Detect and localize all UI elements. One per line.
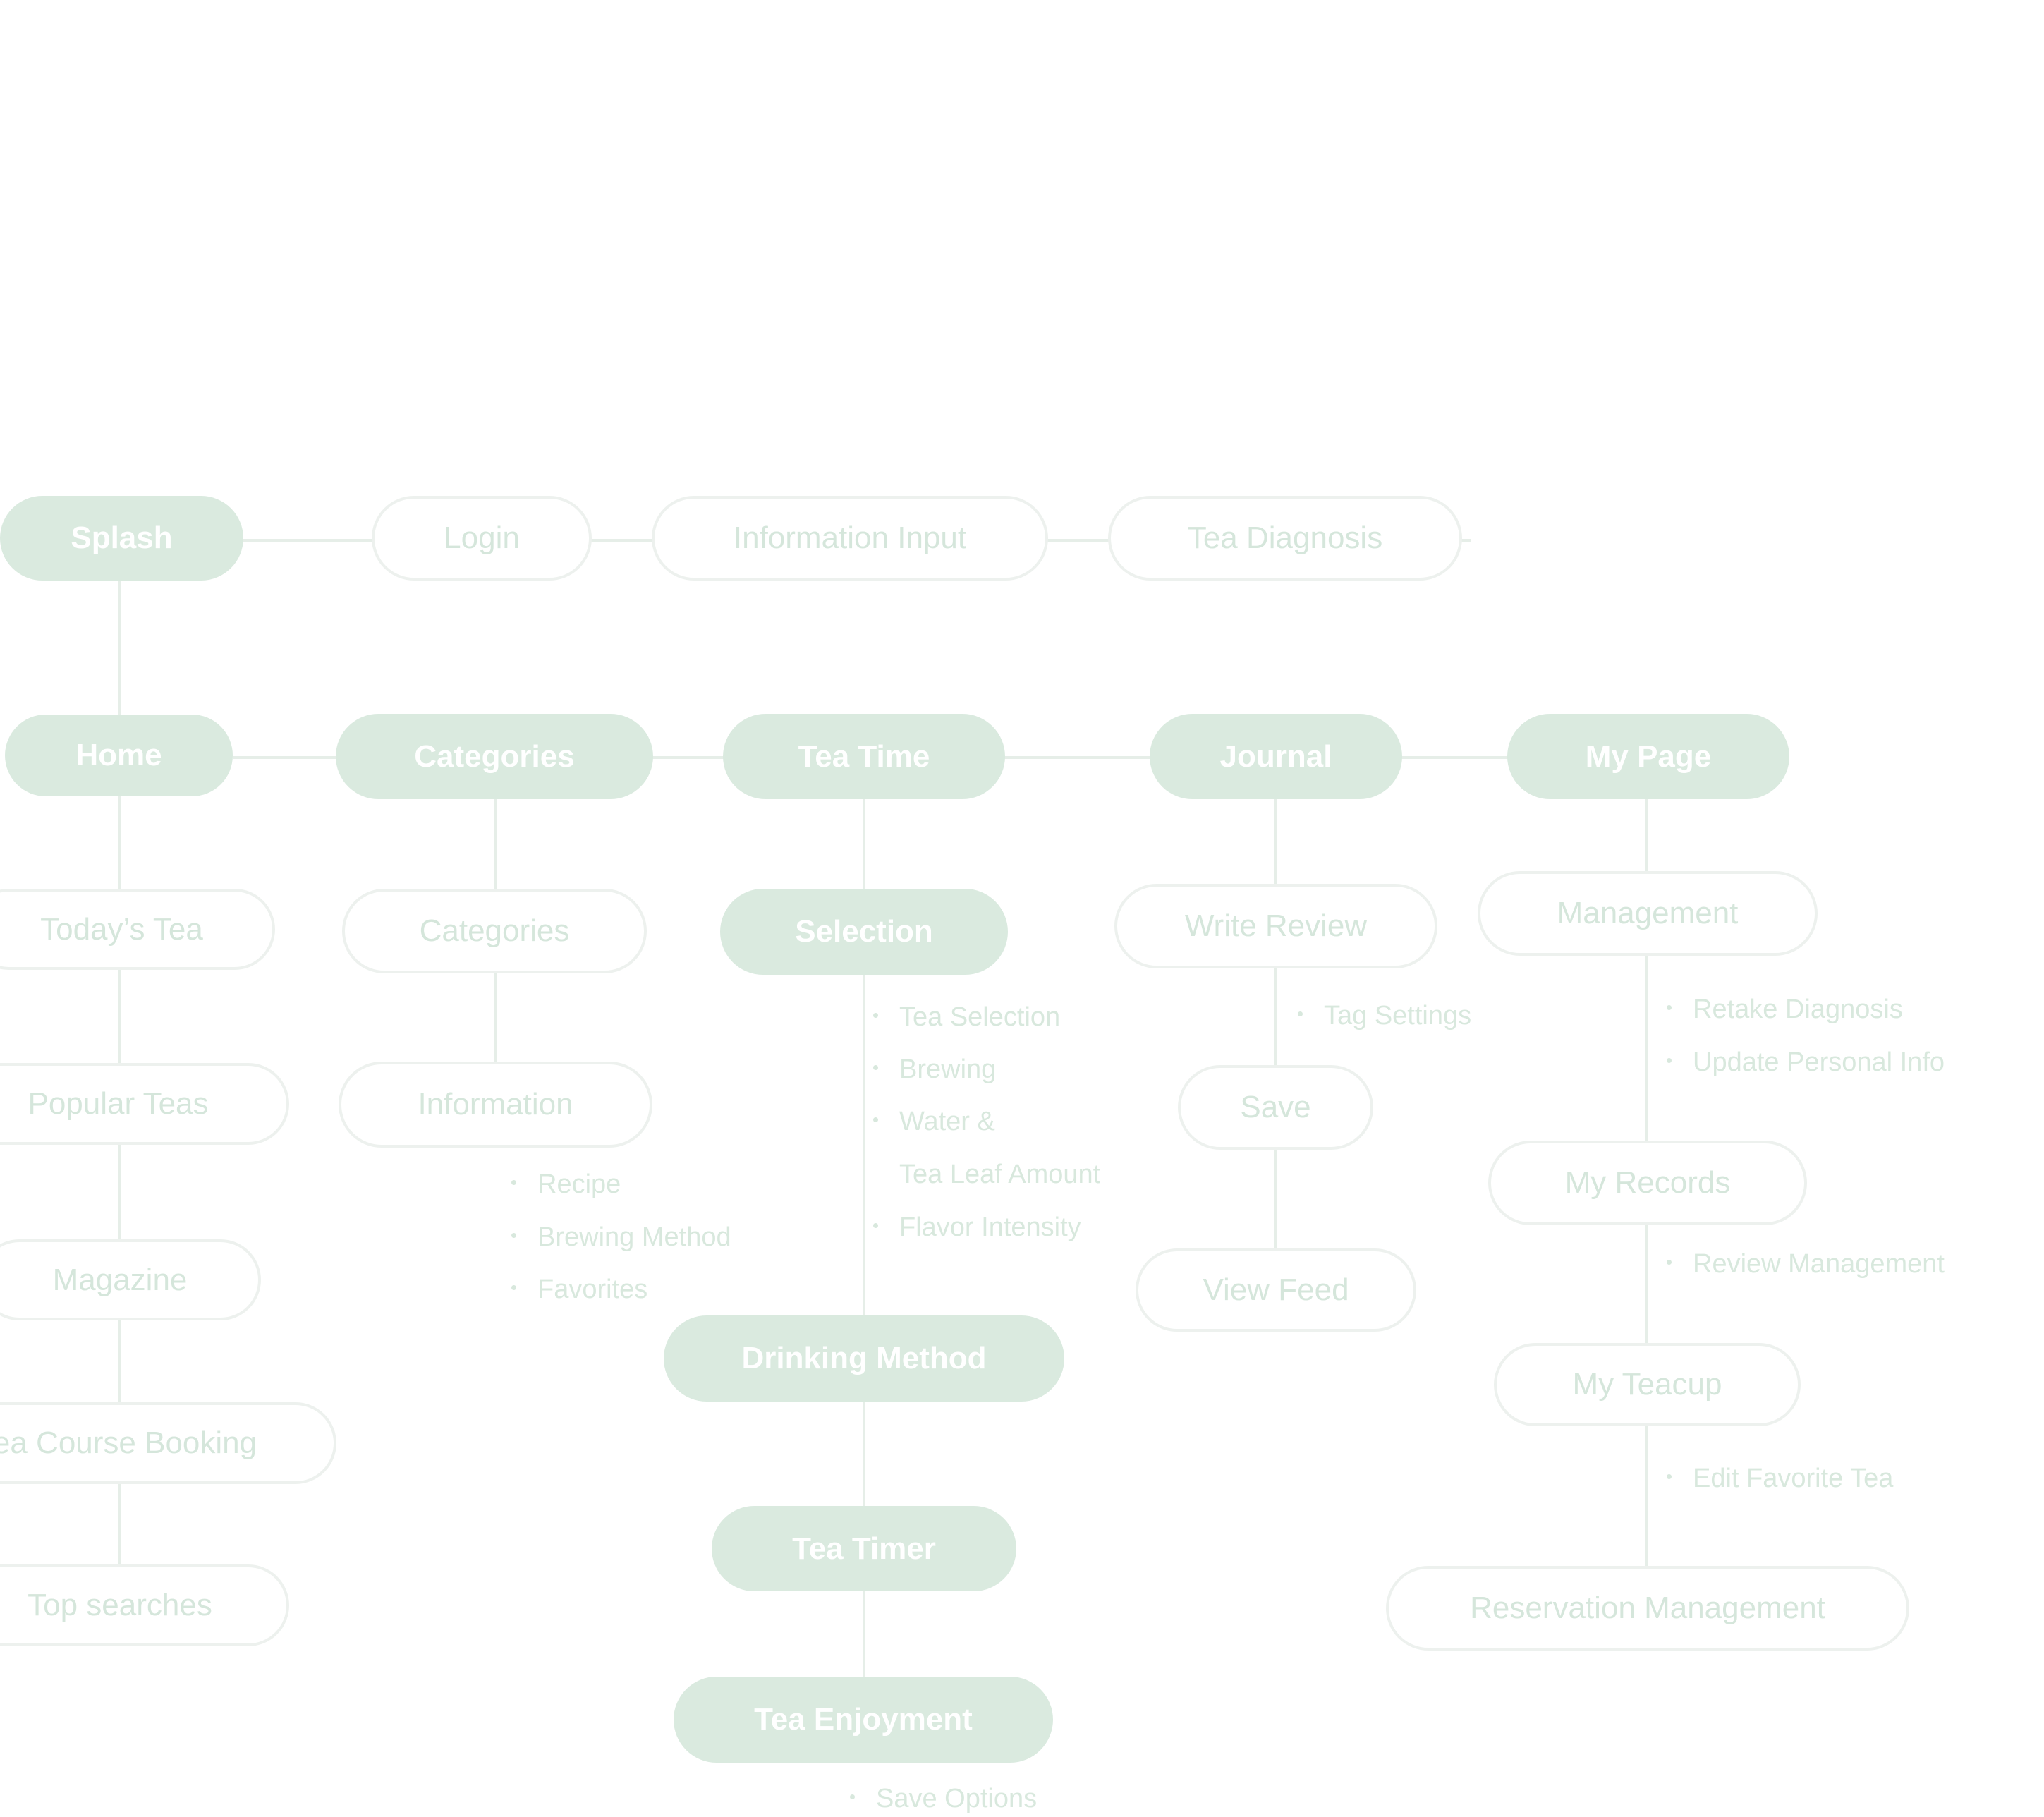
- note-tea-selection: Tea Selection: [873, 1000, 1060, 1034]
- my-page-node[interactable]: My Page: [1507, 714, 1789, 799]
- note-edit-favorite-tea: Edit Favorite Tea: [1667, 1462, 1893, 1495]
- note-retake-diagnosis: Retake Diagnosis: [1667, 992, 1903, 1026]
- note-favorites: Favorites: [511, 1272, 647, 1306]
- note-flavor-intensity: Flavor Intensity: [873, 1210, 1081, 1244]
- splash-node[interactable]: Splash: [0, 496, 243, 581]
- connector-line: [1274, 797, 1277, 1248]
- note-review-management: Review Management: [1667, 1247, 1945, 1281]
- home-node[interactable]: Home: [5, 715, 233, 796]
- tea-enjoyment-node[interactable]: Tea Enjoyment: [674, 1677, 1053, 1763]
- tea-time-node[interactable]: Tea Time: [723, 714, 1005, 799]
- categories-node[interactable]: Categories: [336, 714, 653, 799]
- information-input-node[interactable]: Information Input: [652, 496, 1048, 581]
- login-node[interactable]: Login: [372, 496, 592, 581]
- popular-teas-node[interactable]: Popular Teas: [0, 1063, 289, 1145]
- note-tag-settings: Tag Settings: [1298, 999, 1471, 1033]
- drinking-method-node[interactable]: Drinking Method: [664, 1315, 1064, 1402]
- selection-node[interactable]: Selection: [720, 889, 1008, 975]
- journal-node[interactable]: Journal: [1150, 714, 1402, 799]
- note-update-personal-info: Update Personal Info: [1667, 1045, 1945, 1079]
- note-tea-leaf-amount: Tea Leaf Amount: [899, 1160, 1101, 1189]
- note-brewing-method: Brewing Method: [511, 1220, 731, 1254]
- connector-line: [233, 756, 1784, 759]
- top-searches-node[interactable]: Top searches: [0, 1564, 289, 1646]
- my-records-node[interactable]: My Records: [1488, 1141, 1807, 1225]
- todays-tea-node[interactable]: Today’s Tea: [0, 889, 275, 970]
- my-teacup-node[interactable]: My Teacup: [1494, 1343, 1801, 1426]
- view-feed-node[interactable]: View Feed: [1136, 1248, 1416, 1332]
- note-save-options: Save Options: [850, 1782, 1037, 1816]
- tea-timer-node[interactable]: Tea Timer: [712, 1506, 1016, 1591]
- tea-diagnosis-node[interactable]: Tea Diagnosis: [1108, 496, 1462, 581]
- magazine-node[interactable]: Magazine: [0, 1239, 261, 1320]
- reservation-management-node[interactable]: Reservation Management: [1386, 1566, 1909, 1651]
- management-node[interactable]: Management: [1478, 871, 1818, 956]
- categories-sub-node[interactable]: Categories: [342, 889, 647, 973]
- note-brewing: Brewing: [873, 1052, 996, 1086]
- save-node[interactable]: Save: [1178, 1065, 1373, 1150]
- tea-course-booking-node[interactable]: ea Course Booking: [0, 1402, 336, 1484]
- connector-line: [863, 797, 865, 1679]
- write-review-node[interactable]: Write Review: [1114, 884, 1437, 968]
- information-node[interactable]: Information: [339, 1062, 652, 1148]
- note-recipe: Recipe: [511, 1167, 621, 1201]
- note-water: Water &: [873, 1105, 995, 1138]
